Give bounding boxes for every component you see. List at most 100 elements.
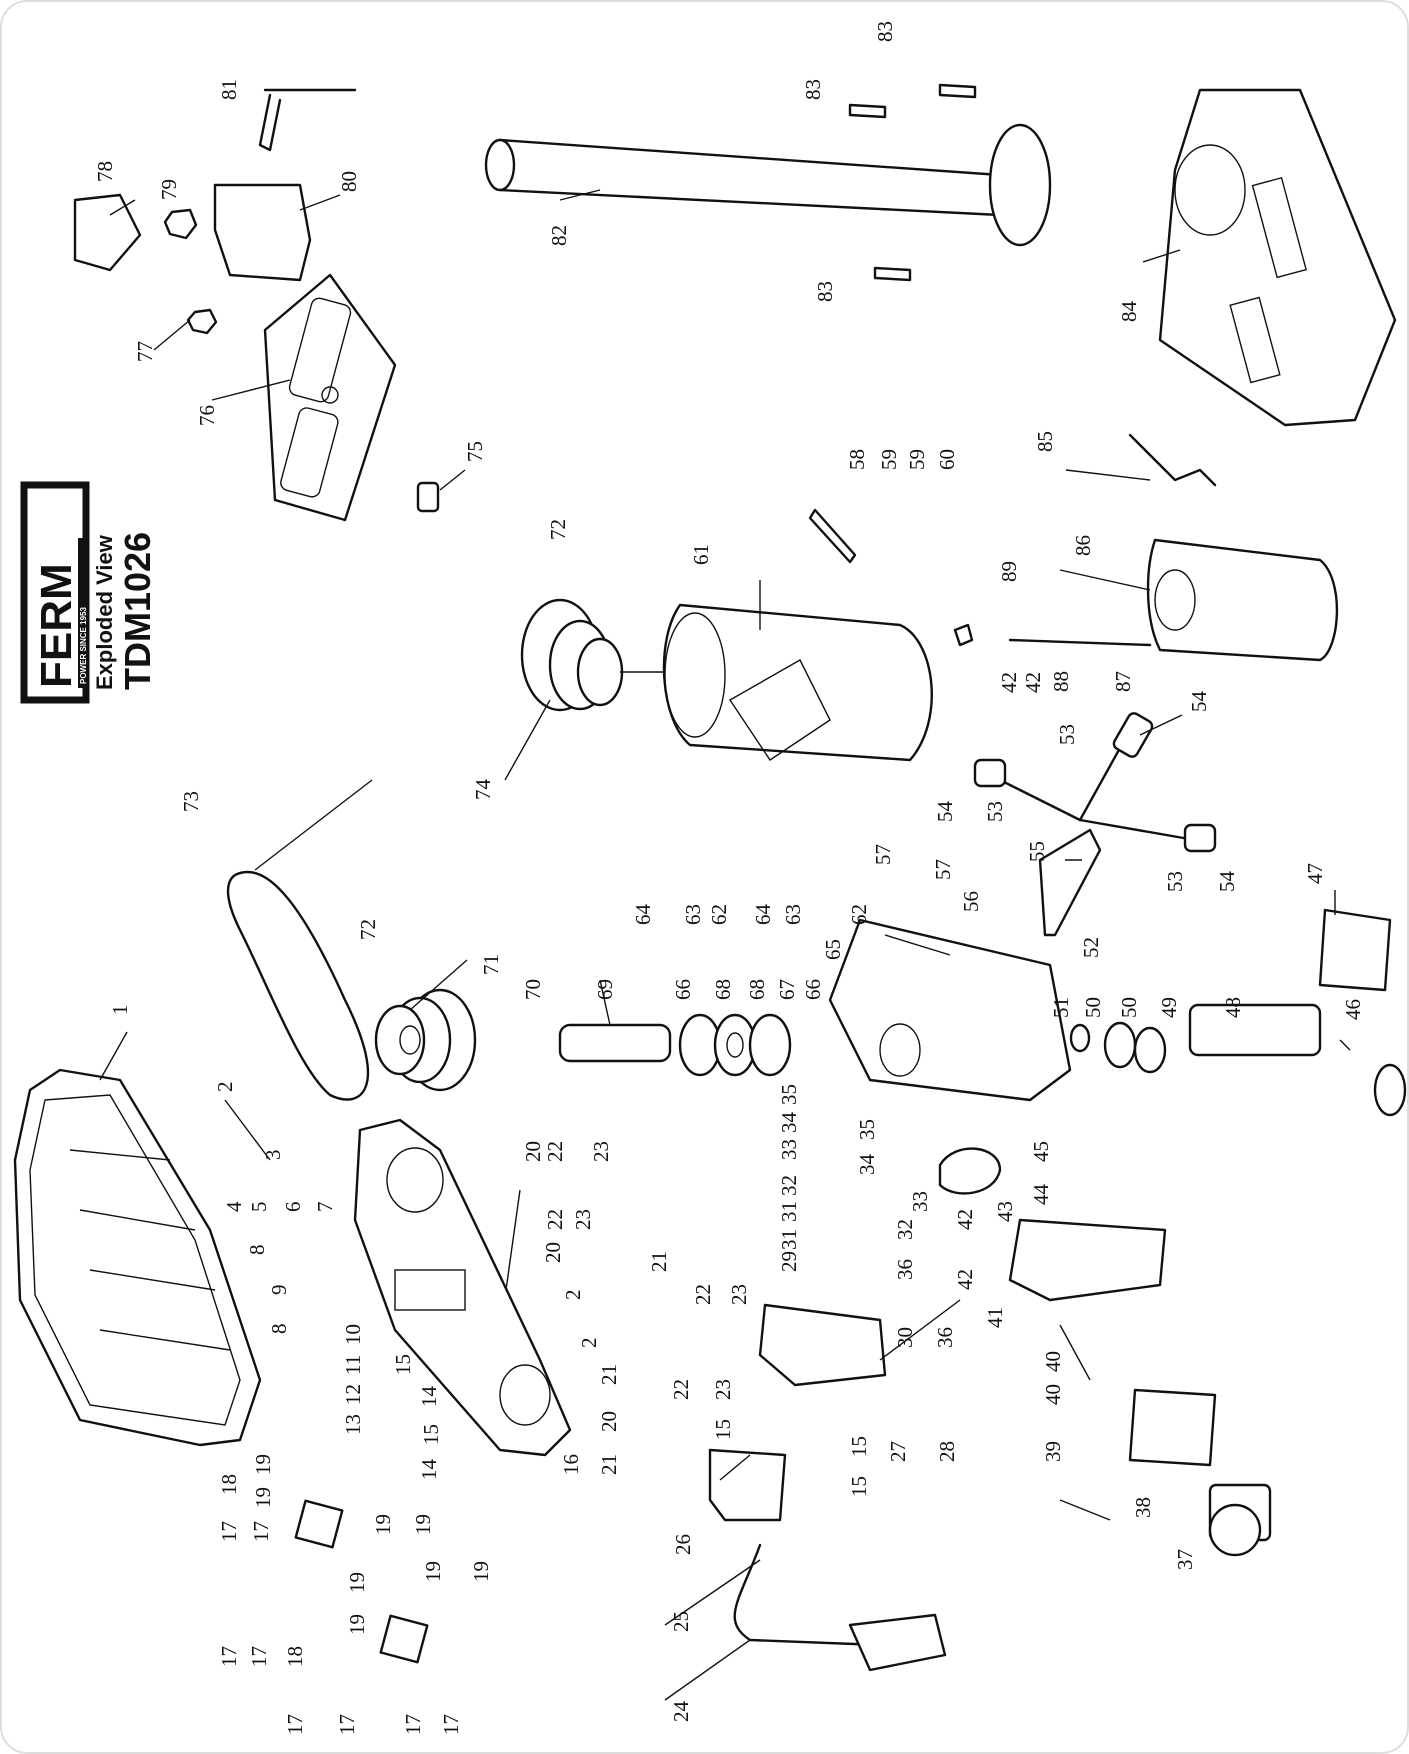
callout-15: 15 (419, 1424, 443, 1445)
callout-36: 36 (933, 1327, 957, 1348)
callout-35: 35 (855, 1119, 879, 1140)
pinion-shaft-icon (1008, 638, 1152, 647)
callout-18: 18 (283, 1646, 307, 1667)
callout-19: 19 (469, 1561, 493, 1582)
callout-27: 27 (886, 1441, 910, 1462)
callout-56: 56 (959, 891, 983, 912)
callout-52: 52 (1079, 937, 1103, 958)
power-switch-icon (708, 1448, 787, 1522)
callout-65: 65 (821, 939, 845, 960)
motor-icon (620, 603, 933, 762)
callout-84: 84 (1117, 301, 1141, 323)
callout-63: 63 (781, 904, 805, 925)
pulley-sleeve-icon (558, 1023, 672, 1063)
callout-44: 44 (1029, 1184, 1053, 1206)
callout-30: 30 (893, 1327, 917, 1348)
column-icon (484, 123, 1052, 247)
callout-37: 37 (1173, 1549, 1197, 1570)
callout-68: 68 (711, 979, 735, 1000)
callout-17: 17 (401, 1714, 425, 1735)
callout-57: 57 (931, 859, 955, 880)
head-casting-icon (828, 918, 1072, 1102)
model-number: TDM1026 (117, 532, 158, 690)
callout-76: 76 (195, 405, 219, 426)
quill-icon (1188, 1003, 1322, 1057)
callout-23: 23 (711, 1379, 735, 1400)
clamp-lever-icon (258, 88, 357, 152)
callout-2: 2 (213, 1082, 237, 1093)
callout-80: 80 (337, 171, 361, 192)
callout-70: 70 (521, 979, 545, 1000)
callout-82: 82 (547, 225, 571, 246)
callout-74: 74 (471, 779, 495, 801)
callout-19: 19 (345, 1572, 369, 1593)
callout-79: 79 (157, 179, 181, 200)
callout-54: 54 (933, 801, 957, 823)
work-table-icon (263, 273, 397, 522)
housing-bore-icon (1154, 569, 1196, 631)
callout-58: 58 (845, 449, 869, 470)
callout-7: 7 (313, 1202, 337, 1213)
callout-55: 55 (1025, 841, 1049, 862)
callout-22: 22 (543, 1209, 567, 1230)
callout-17: 17 (217, 1521, 241, 1542)
callout-53: 53 (983, 801, 1007, 822)
callout-28: 28 (935, 1441, 959, 1462)
callout-54: 54 (1187, 691, 1211, 713)
belt-cover-icon (13, 1068, 262, 1447)
callout-46: 46 (1341, 999, 1365, 1020)
callout-34: 34 (855, 1154, 879, 1176)
callout-19: 19 (251, 1487, 275, 1508)
callout-40: 40 (1041, 1384, 1065, 1405)
callout-13: 13 (341, 1414, 365, 1435)
feed-housing-icon (1146, 538, 1339, 662)
callout-78: 78 (93, 161, 117, 182)
callout-75: 75 (463, 441, 487, 462)
callout-21: 21 (597, 1364, 621, 1385)
callout-18: 18 (217, 1474, 241, 1495)
callout-64: 64 (631, 904, 655, 926)
spindle-pulley-icon (374, 988, 477, 1092)
bolt-83c-icon (873, 266, 912, 282)
callout-31: 31 (777, 1201, 801, 1222)
callout-24: 24 (669, 1701, 693, 1723)
callout-38: 38 (1131, 1497, 1155, 1518)
callout-83: 83 (813, 281, 837, 302)
callout-53: 53 (1163, 871, 1187, 892)
callout-14: 14 (417, 1459, 441, 1481)
callout-17: 17 (247, 1646, 271, 1667)
callout-23: 23 (727, 1284, 751, 1305)
callout-23: 23 (589, 1141, 613, 1162)
callout-14: 14 (417, 1386, 441, 1408)
callout-15: 15 (847, 1436, 871, 1457)
callout-36: 36 (893, 1259, 917, 1280)
callout-47: 47 (1303, 863, 1327, 884)
base-icon (1158, 88, 1397, 427)
ferm-tagline: POWER SINCE 1953 (79, 607, 88, 684)
hex-nut-77-icon (186, 308, 218, 335)
callout-66: 66 (671, 979, 695, 1000)
callout-51: 51 (1049, 997, 1073, 1018)
callout-10: 10 (341, 1324, 365, 1345)
spring-cover-icon (938, 1147, 1002, 1195)
callout-31: 31 (777, 1229, 801, 1250)
callout-20: 20 (521, 1141, 545, 1162)
callout-66: 66 (801, 979, 825, 1000)
callout-88: 88 (1049, 671, 1073, 692)
callout-35: 35 (777, 1084, 801, 1105)
callout-19: 19 (411, 1514, 435, 1535)
callout-6: 6 (281, 1202, 305, 1213)
head-bore-icon (879, 1023, 921, 1077)
ferm-logo: FERM (32, 563, 81, 688)
motor-pulley-icon (520, 598, 624, 712)
callout-40: 40 (1041, 1351, 1065, 1372)
feed-handles-icon (973, 712, 1217, 853)
callout-15: 15 (847, 1476, 871, 1497)
tagline-bar (78, 538, 88, 688)
callout-15: 15 (391, 1354, 415, 1375)
callout-54: 54 (1215, 871, 1239, 893)
callout-8: 8 (245, 1245, 269, 1256)
callout-32: 32 (777, 1175, 801, 1196)
